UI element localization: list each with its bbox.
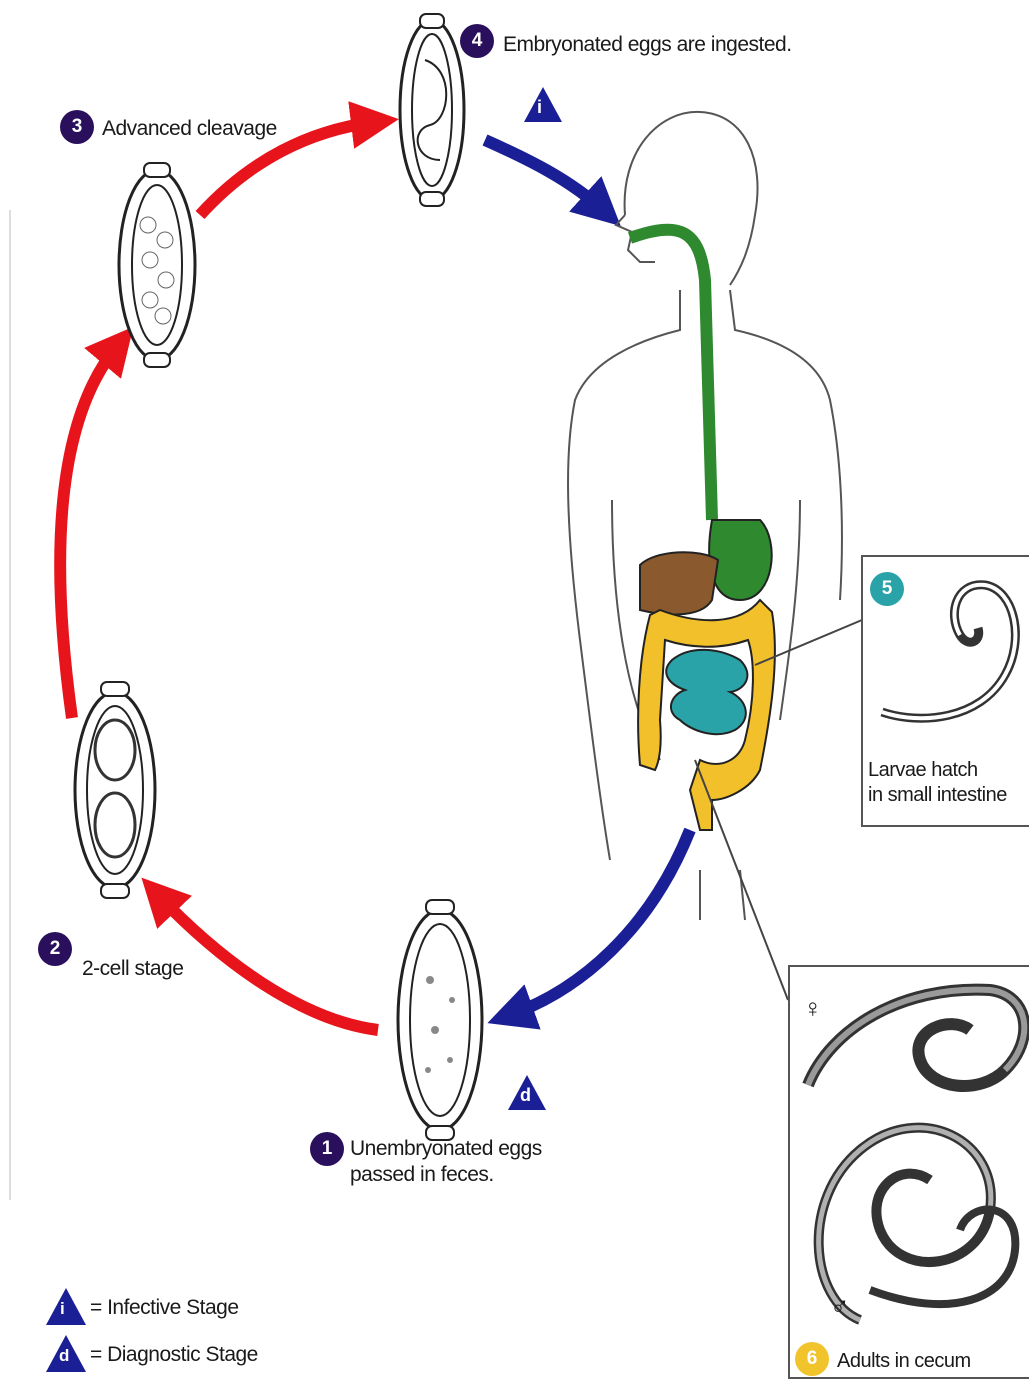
stage-1-badge: 1 xyxy=(310,1132,344,1166)
egg-embryonated xyxy=(400,14,464,206)
stage-6-label: Adults in cecum xyxy=(837,1349,971,1374)
legend-infective-label: = Infective Stage xyxy=(90,1295,239,1321)
diagnostic-marker-letter: d xyxy=(520,1084,531,1107)
cycle-arrow-2-to-3 xyxy=(60,345,118,718)
infective-marker-letter: i xyxy=(537,96,542,119)
egg-unembryonated xyxy=(398,900,482,1140)
legend-infective-icon xyxy=(46,1288,86,1325)
stage-6-badge: 6 xyxy=(795,1342,829,1376)
stage-3-badge: 3 xyxy=(60,110,94,144)
egg-two-cell xyxy=(75,682,155,898)
male-symbol: ♂ xyxy=(830,1290,849,1323)
stage-4-badge: 4 xyxy=(460,24,494,58)
female-symbol: ♀ xyxy=(803,992,822,1025)
stage-4-label: Embryonated eggs are ingested. xyxy=(503,32,792,58)
esophagus xyxy=(630,230,712,520)
small-intestine xyxy=(666,650,747,734)
egg-advanced-cleavage xyxy=(119,163,195,367)
stage-1-label: Unembryonated eggs passed in feces. xyxy=(350,1136,542,1189)
stage-2-badge: 2 xyxy=(38,932,72,966)
legend-diagnostic-label: = Diagnostic Stage xyxy=(90,1342,258,1368)
stage-3-label: Advanced cleavage xyxy=(102,116,277,142)
infective-stage-marker xyxy=(524,87,562,122)
liver xyxy=(640,552,718,614)
stage-5-badge: 5 xyxy=(870,572,904,606)
passage-arrow xyxy=(510,830,690,1015)
legend-diagnostic-letter: d xyxy=(59,1345,69,1366)
cycle-arrow-1-to-2 xyxy=(158,895,378,1030)
legend-infective-letter: i xyxy=(60,1298,64,1319)
ingestion-arrow xyxy=(485,140,603,210)
stage-5-label: Larvae hatch in small intestine xyxy=(868,758,1007,808)
stage-2-label: 2-cell stage xyxy=(82,956,183,982)
